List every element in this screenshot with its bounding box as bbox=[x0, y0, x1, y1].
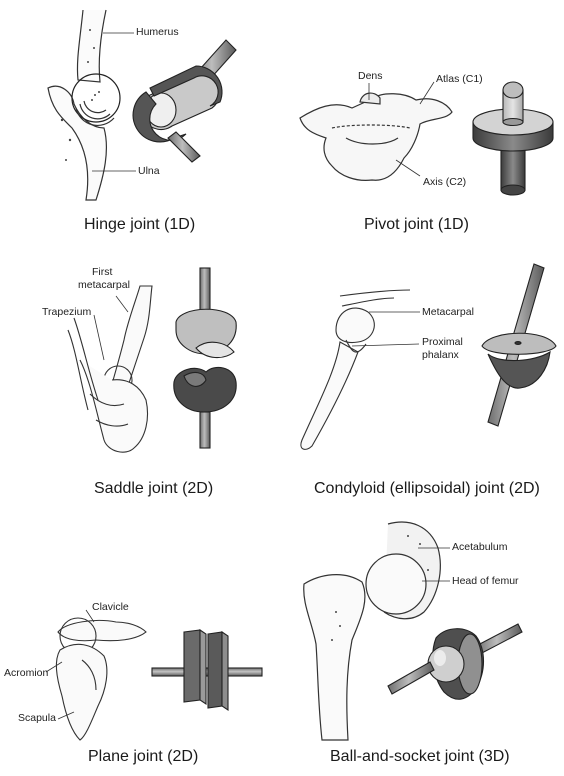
saddle-mechanical-model bbox=[174, 268, 236, 448]
caption-pivot-joint: Pivot joint (1D) bbox=[364, 216, 469, 234]
condyloid-mechanical-model bbox=[482, 264, 556, 426]
label-metacarpal: Metacarpal bbox=[422, 306, 474, 318]
label-acromion: Acromion bbox=[4, 667, 48, 679]
label-dens: Dens bbox=[358, 70, 383, 82]
pivot-anatomy-drawing bbox=[300, 82, 452, 180]
label-proximal-phalanx-line2: phalanx bbox=[422, 349, 459, 361]
caption-hinge-joint: Hinge joint (1D) bbox=[84, 216, 195, 234]
label-scapula: Scapula bbox=[18, 712, 56, 724]
label-first-metacarpal-line1: First bbox=[92, 266, 112, 278]
label-axis-c2: Axis (C2) bbox=[423, 176, 466, 188]
label-trapezium: Trapezium bbox=[42, 306, 91, 318]
label-atlas-c1: Atlas (C1) bbox=[436, 73, 483, 85]
ball-socket-mechanical-model bbox=[388, 624, 522, 699]
plane-anatomy-drawing bbox=[46, 610, 146, 740]
label-proximal-phalanx-line1: Proximal bbox=[422, 336, 463, 348]
caption-plane-joint: Plane joint (2D) bbox=[88, 748, 198, 766]
plane-mechanical-model bbox=[152, 630, 262, 710]
label-head-of-femur: Head of femur bbox=[452, 575, 519, 587]
label-clavicle: Clavicle bbox=[92, 601, 129, 613]
pivot-mechanical-model bbox=[473, 82, 553, 195]
caption-ball-and-socket-joint: Ball-and-socket joint (3D) bbox=[330, 748, 510, 766]
label-ulna: Ulna bbox=[138, 165, 160, 177]
hinge-mechanical-model bbox=[133, 40, 236, 162]
label-acetabulum: Acetabulum bbox=[452, 541, 507, 553]
caption-saddle-joint: Saddle joint (2D) bbox=[94, 480, 213, 498]
ball-socket-anatomy-drawing bbox=[304, 522, 450, 740]
label-humerus: Humerus bbox=[136, 26, 179, 38]
hinge-anatomy-drawing bbox=[48, 10, 136, 200]
caption-condyloid-joint: Condyloid (ellipsoidal) joint (2D) bbox=[314, 480, 540, 498]
label-first-metacarpal-line2: metacarpal bbox=[78, 279, 130, 291]
condyloid-anatomy-drawing bbox=[301, 290, 420, 449]
